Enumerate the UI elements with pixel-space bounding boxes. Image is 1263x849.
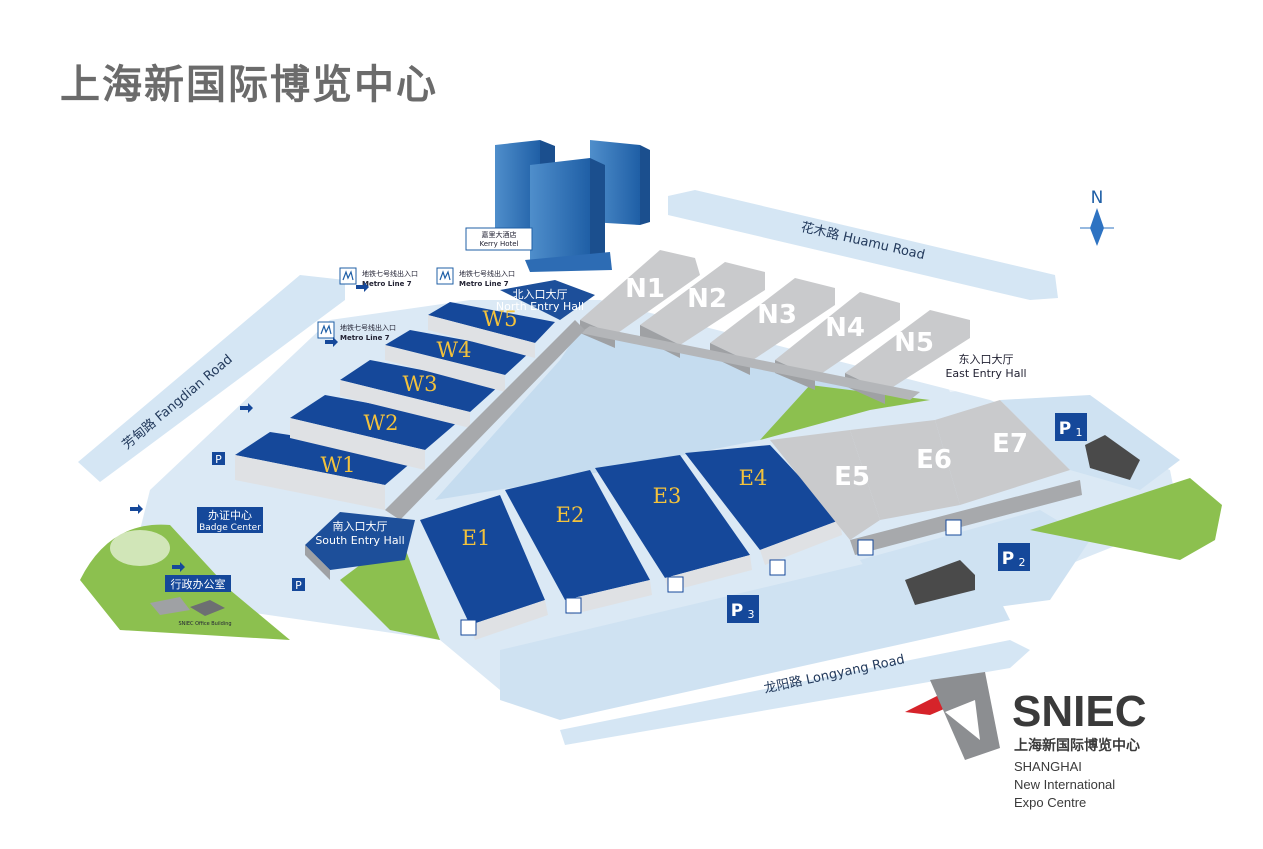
arrow-icon [240,403,253,413]
logo-line1: SHANGHAI [1014,759,1082,774]
parking-p3-sub: 3 [748,608,755,621]
kerry-hotel: 嘉里大酒店 Kerry Hotel [465,140,650,272]
page-title: 上海新国际博览中心 [60,62,438,108]
green-southeast [1030,478,1222,560]
fangdian-road [78,275,345,482]
metro-3-cn: 地铁七号线出入口 [340,323,396,332]
east-entry-hall[interactable]: 东入口大厅 East Entry Hall [935,352,1035,392]
south-entry-hall[interactable]: 南入口大厅 South Entry Hall [305,512,415,580]
badge-center[interactable]: 办证中心 Badge Center [197,507,263,533]
huamu-road [668,190,1058,300]
hall-e3[interactable]: E3 [653,484,682,508]
parking-p2-sub: 2 [1019,556,1026,569]
logo-line3: Expo Centre [1014,795,1086,810]
office-cn: 行政办公室 [171,577,226,591]
hotel-en: Kerry Hotel [479,240,518,248]
loading-dock-icon [769,559,786,576]
parking-p1-sub: 1 [1076,426,1083,439]
sniec-logo: SNIEC 上海新国际博览中心 SHANGHAI New Internation… [905,672,1146,810]
logo-name: SNIEC [1012,687,1146,736]
parking-p2-label: P [1002,549,1014,569]
north-compass: N [1080,188,1114,246]
logo-line2: New International [1014,777,1115,792]
compass-label: N [1091,188,1104,208]
central-plaza [435,330,880,500]
hall-w2[interactable]: W2 [364,411,399,435]
arrow-icon [356,282,369,292]
metro-1-cn: 地铁七号线出入口 [362,269,418,278]
arrow-icon [172,562,185,572]
south-entry-cn: 南入口大厅 [333,519,388,533]
north-entry-en: North Entry Hall [496,300,584,313]
arrow-icon [130,504,143,514]
north-entry-hall[interactable]: 北入口大厅 North Entry Hall [496,280,595,320]
loading-dock-icon [857,539,874,556]
parking-p-2: P [295,579,302,592]
metro-icon [342,270,354,281]
hall-e1[interactable]: E1 [462,526,491,550]
hall-e7[interactable]: E7 [992,429,1028,459]
logo-cn: 上海新国际博览中心 [1014,737,1140,753]
loading-dock-icon [460,619,477,636]
green-areas [80,385,1222,640]
hall-e4[interactable]: E4 [739,466,768,490]
longyang-road [560,640,1030,745]
garage-p1 [1085,435,1140,480]
hall-e6[interactable]: E6 [916,445,952,475]
hall-w3[interactable]: W3 [403,372,438,396]
parking-p1-label: P [1059,419,1071,439]
hall-n4[interactable]: N4 [825,313,865,343]
office-en: SNIEC Office Building [178,621,231,627]
hotel-cn: 嘉里大酒店 [482,230,517,239]
parking-p1[interactable]: P 1 [1055,413,1087,441]
green-east [760,385,930,440]
metro-3-en: Metro Line 7 [340,334,390,342]
metro-1-en: Metro Line 7 [362,280,412,288]
parking-small: P P [212,452,305,592]
traffic-arrows [130,282,369,572]
hall-e5[interactable]: E5 [834,462,870,492]
metro-exit-2[interactable]: 地铁七号线出入口 Metro Line 7 [436,267,515,288]
hall-n2[interactable]: N2 [687,284,727,314]
metro-icon [320,324,332,335]
loading-dock-icons [460,519,962,636]
hall-e2[interactable]: E2 [556,503,585,527]
east-blue-halls: E1 E2 E3 E4 [420,445,842,640]
compass-icon [1090,208,1104,246]
hall-n1[interactable]: N1 [625,274,665,304]
south-entry-en: South Entry Hall [315,534,404,547]
hall-w1[interactable]: W1 [321,453,356,477]
metro-exit-1[interactable]: 地铁七号线出入口 Metro Line 7 [339,267,418,288]
east-entry-en: East Entry Hall [945,367,1026,380]
parking-p3[interactable]: P 3 [727,595,759,623]
parking-p3-label: P [731,601,743,621]
office-building[interactable]: 行政办公室 SNIEC Office Building [150,575,232,627]
arrow-icon [325,337,338,347]
p3-area [500,560,1010,720]
badge-center-cn: 办证中心 [208,509,252,522]
hall-w5[interactable]: W5 [483,307,518,331]
loading-dock-icon [565,597,582,614]
loading-dock-icon [945,519,962,536]
hall-w4[interactable]: W4 [437,338,472,362]
parking-p2[interactable]: P 2 [998,543,1030,571]
metro-icon [439,270,451,281]
hall-n3[interactable]: N3 [757,300,797,330]
north-entry-cn: 北入口大厅 [513,287,568,301]
loading-dock-icon [667,576,684,593]
north-halls: N1 N2 N3 N4 N5 [580,250,970,404]
badge-center-en: Badge Center [199,523,261,533]
metro-2-cn: 地铁七号线出入口 [459,269,515,278]
garage-p2 [905,560,975,605]
parking-p-1: P [215,453,222,466]
east-entry-cn: 东入口大厅 [959,352,1014,366]
east-grey-halls: E5 E6 E7 [770,400,1082,555]
west-halls: W1 W2 W3 W4 W5 [235,302,585,520]
hall-n5[interactable]: N5 [894,328,934,358]
metro-exit-3[interactable]: 地铁七号线出入口 Metro Line 7 [317,321,396,342]
metro-2-en: Metro Line 7 [459,280,509,288]
roundabouts [1102,378,1195,442]
